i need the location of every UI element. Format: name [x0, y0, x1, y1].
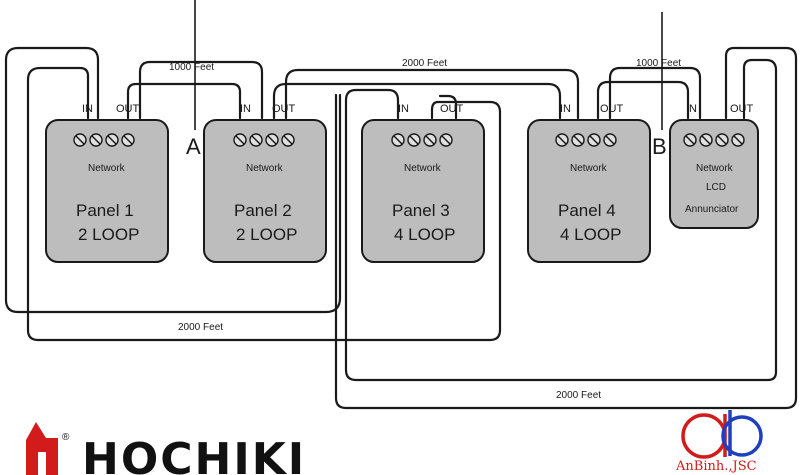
wire-p3-loop [344, 58, 778, 382]
panel-2-network-label: Network [246, 163, 284, 174]
panel-2-box [203, 119, 327, 263]
panel-4-box [527, 119, 651, 263]
lcd-in-label: IN [686, 103, 697, 115]
wire-p4-lcd-upper [608, 66, 702, 120]
panel-4-terminals [555, 133, 617, 147]
panel-2: IN OUT Network Panel 2 2 LOOP [203, 103, 327, 263]
panel-4-in-label: IN [560, 103, 571, 115]
panel-1-in-label: IN [82, 103, 93, 115]
panel-2-terminals [233, 133, 295, 147]
panel-3-network-label: Network [404, 163, 442, 174]
anbinh-logo: AnBinh.,JSC [675, 410, 763, 474]
panel-2-loop: 2 LOOP [236, 225, 297, 244]
wire-p2-p4-upper [284, 68, 580, 120]
panel-1-title: Panel 1 [76, 201, 134, 220]
wire-p4-lcd-lower [596, 80, 690, 120]
panel-1-terminals [73, 133, 135, 147]
lcd-network-label: Network [696, 163, 734, 174]
wire-lcd-out [724, 46, 742, 120]
hochiki-wordmark: HOCHIKI [82, 434, 306, 475]
lcd-out-label: OUT [730, 103, 754, 115]
panel-1: IN OUT Network Panel 1 2 LOOP [45, 103, 169, 263]
distance-bottom-outer: 2000 Feet [556, 390, 601, 401]
panel-4-title: Panel 4 [558, 201, 616, 220]
wire-p1-p2 [126, 82, 242, 120]
lcd-title: LCD [706, 182, 726, 193]
panel-1-out-label: OUT [116, 103, 140, 115]
panel-1-box [45, 119, 169, 263]
wire-p2-p4-lower [272, 82, 562, 120]
panel-3-title: Panel 3 [392, 201, 450, 220]
distance-p2-p4: 2000 Feet [402, 58, 447, 69]
anbinh-b-icon [721, 415, 763, 457]
wire-outer-bottom [334, 46, 798, 410]
marker-b: B [652, 134, 667, 159]
wire-p1-in-outer [26, 66, 502, 342]
lcd-annunciator-box [669, 119, 759, 229]
panel-3: IN OUT Network Panel 3 4 LOOP [361, 103, 485, 263]
wire-p1-p2-upper [138, 60, 264, 120]
panel-2-out-label: OUT [272, 103, 296, 115]
panel-3-terminals [391, 133, 453, 147]
hochiki-logo: ® HOCHIKI [26, 422, 306, 475]
panel-4-network-label: Network [570, 163, 608, 174]
panel-4-out-label: OUT [600, 103, 624, 115]
panel-3-loop: 4 LOOP [394, 225, 455, 244]
panel-4-loop: 4 LOOP [560, 225, 621, 244]
distance-p4-lcd: 1000 Feet [636, 58, 681, 69]
hochiki-flame-icon [26, 422, 58, 475]
anbinh-a-icon [681, 413, 727, 459]
distance-bottom-inner: 2000 Feet [178, 322, 223, 333]
panel-2-in-label: IN [240, 103, 251, 115]
panel-3-box [361, 119, 485, 263]
panel-4: IN OUT Network Panel 4 4 LOOP [527, 103, 651, 263]
distance-p1-p2: 1000 Feet [169, 62, 214, 73]
anbinh-name: AnBinh.,JSC [675, 459, 757, 474]
hochiki-registered-mark: ® [62, 432, 70, 443]
panel-2-title: Panel 2 [234, 201, 292, 220]
panel-1-network-label: Network [88, 163, 126, 174]
wire-p1-in-inner [4, 46, 342, 314]
lcd-subtitle: Annunciator [685, 204, 739, 215]
wire-p3-out-loop [438, 94, 458, 120]
panel-3-out-label: OUT [440, 103, 464, 115]
panel-1-loop: 2 LOOP [78, 225, 139, 244]
lcd-annunciator: IN OUT Network LCD Annunciator [669, 103, 759, 229]
marker-a: A [186, 134, 201, 159]
lcd-terminals [683, 133, 745, 147]
panel-3-in-label: IN [398, 103, 409, 115]
